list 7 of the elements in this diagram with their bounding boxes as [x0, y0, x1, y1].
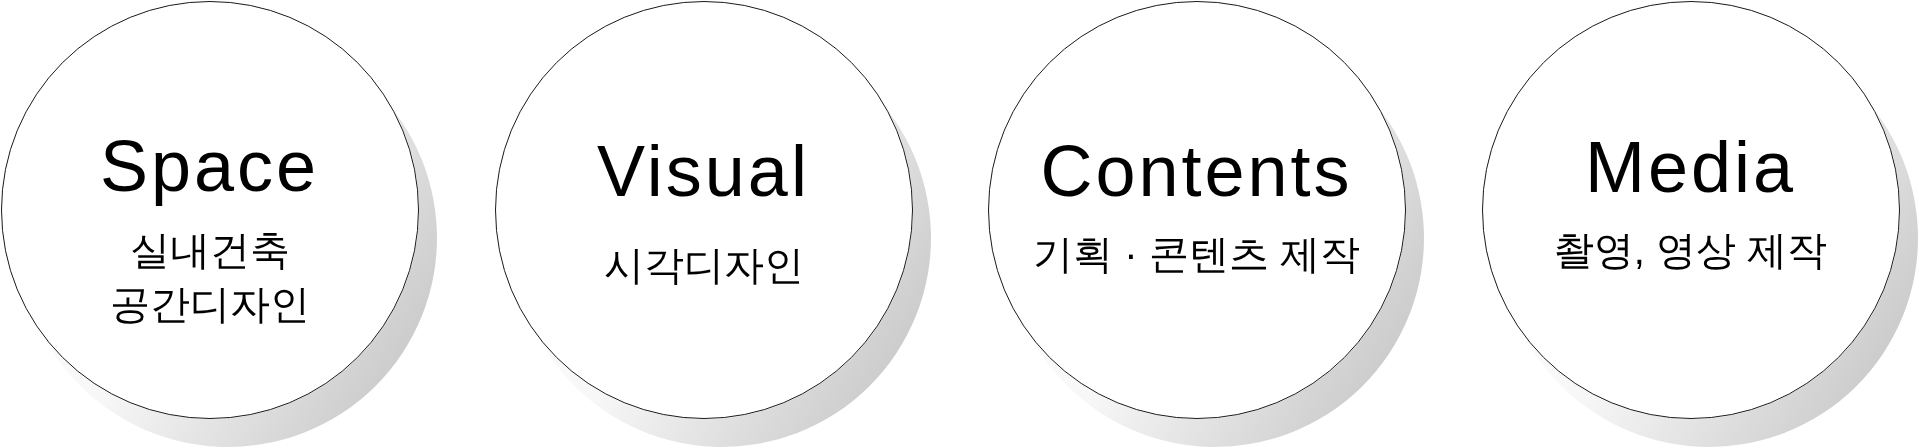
description-text: 시각디자인	[602, 241, 805, 289]
description-text: 촬영, 영상 제작	[1552, 226, 1829, 274]
title-text: Media	[1583, 130, 1798, 203]
description-text: 기획 · 콘텐츠 제작	[1032, 230, 1361, 278]
title-text: Visual	[596, 134, 811, 207]
description-text: 실내건축 공간디자인	[108, 226, 311, 328]
title-text: Contents	[1039, 134, 1354, 207]
